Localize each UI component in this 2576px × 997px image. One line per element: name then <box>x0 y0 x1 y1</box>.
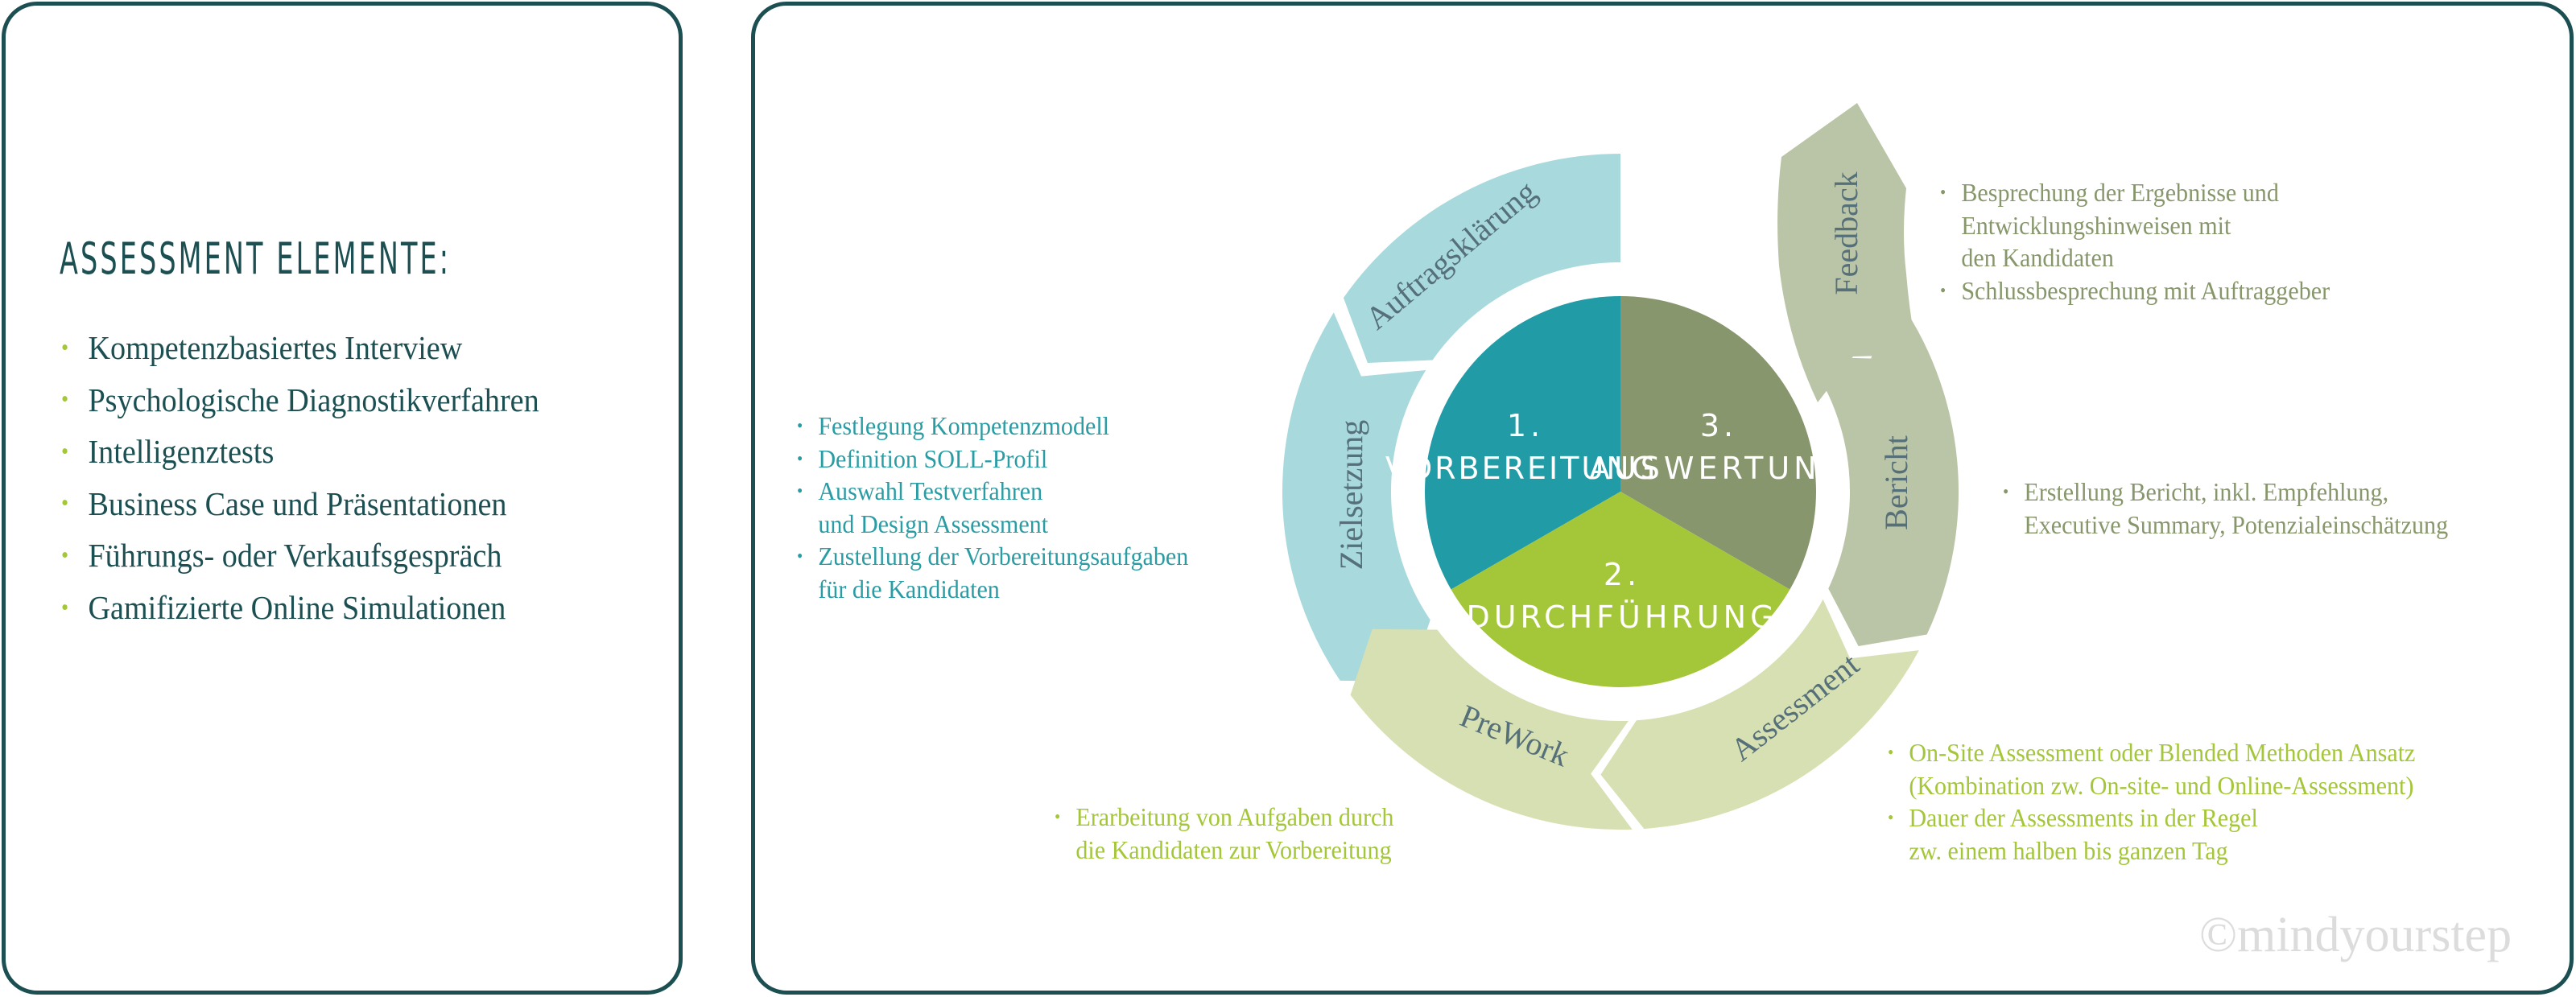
description-text: Auswahl Testverfahren <box>818 476 1043 505</box>
description-text: Schlussbesprechung mit Auftraggeber <box>1961 275 2330 305</box>
list-item-text: Gamifizierte Online Simulationen <box>88 588 506 626</box>
phase-slice-vorbereitung <box>1425 296 1620 590</box>
description-text: Entwicklungshinweisen mit <box>1961 210 2231 240</box>
bullet-icon: • <box>1888 807 1894 827</box>
bullet-icon: • <box>797 447 803 468</box>
description-text: Erstellung Bericht, inkl. Empfehlung, <box>2024 477 2389 506</box>
description-line: • Zustellung der Vorbereitungsaufgaben <box>797 540 1188 573</box>
description-text: zw. einem halben bis ganzen Tag <box>1909 835 2228 865</box>
description-line: • Auswahl Testverfahren <box>797 475 1188 508</box>
description-line: • On-Site Assessment oder Blended Methode… <box>1888 736 2415 769</box>
outer-ring <box>1282 154 1959 830</box>
description-text: Festlegung Kompetenzmodell <box>818 411 1110 440</box>
assessment-elements-panel <box>2 2 683 995</box>
description-text: On-Site Assessment oder Blended Methoden… <box>1909 738 2416 767</box>
description-prework: • Erarbeitung von Aufgaben durch die Kandi… <box>1055 801 1393 866</box>
description-text: Besprechung der Ergebnisse und <box>1961 178 2279 207</box>
feedback-block: Feedback <box>1777 103 1918 402</box>
description-vorbereitung: • Festlegung Kompetenzmodell • Definition S… <box>797 410 1188 605</box>
segment-assessment <box>1600 599 1919 829</box>
description-text: für die Kandidaten <box>818 574 1000 604</box>
bullet-icon: • <box>61 387 69 413</box>
segment-bericht <box>1806 293 1959 646</box>
description-text: Erarbeitung von Aufgaben durch <box>1075 802 1394 831</box>
phase-slice-auswertung <box>1620 296 1816 590</box>
segment-label-feedback: Feedback <box>1828 171 1864 295</box>
bullet-icon: • <box>797 546 803 566</box>
description-line: • Besprechung der Ergebnisse und <box>1940 176 2330 209</box>
description-line: die Kandidaten zur Vorbereitung <box>1055 834 1393 867</box>
description-text: und Design Assessment <box>818 509 1049 538</box>
description-text: den Kandidaten <box>1961 243 2114 272</box>
bullet-icon: • <box>1940 182 1946 202</box>
description-line: • Definition SOLL-Profil <box>797 443 1188 476</box>
list-item-text: Führungs- oder Verkaufsgespräch <box>88 537 502 575</box>
description-line: (Kombination zw. On-site- und Online-Ass… <box>1888 769 2415 802</box>
segment-auftragsklaerung <box>1343 154 1620 363</box>
description-line: • Erstellung Bericht, inkl. Empfehlung, <box>2003 476 2448 509</box>
bullet-icon: • <box>797 480 803 501</box>
description-line: den Kandidaten <box>1940 241 2330 274</box>
bullet-icon: • <box>1940 279 1946 300</box>
bullet-icon: • <box>61 335 69 360</box>
phase-2-name: DURCHFÜHRUNG <box>1466 599 1777 635</box>
bullet-icon: • <box>1055 806 1061 826</box>
segment-prework <box>1350 628 1633 830</box>
bullet-icon: • <box>61 491 69 517</box>
description-line: • Schlussbesprechung mit Auftraggeber <box>1940 274 2330 307</box>
segment-zielsetzung <box>1282 312 1430 682</box>
description-line: zw. einem halben bis ganzen Tag <box>1888 834 2415 867</box>
list-item: • Intelligenztests <box>61 427 539 480</box>
description-line: für die Kandidaten <box>797 573 1188 606</box>
description-line: Executive Summary, Potenzialeinschätzung <box>2003 509 2448 542</box>
phase-slice-durchfuehrung <box>1451 492 1790 687</box>
description-line: • Dauer der Assessments in der Regel <box>1888 801 2415 834</box>
list-item: • Kompetenzbasiertes Interview <box>61 323 539 376</box>
description-text: (Kombination zw. On-site- und Online-Ass… <box>1909 770 2414 800</box>
list-item: • Führungs- oder Verkaufsgespräch <box>61 531 539 583</box>
description-line: Entwicklungshinweisen mit <box>1940 209 2330 242</box>
description-text: Definition SOLL-Profil <box>818 443 1048 473</box>
segment-label-zielsetzung: Zielsetzung <box>1333 420 1369 571</box>
phase-pie <box>1425 296 1816 687</box>
description-line: • Erarbeitung von Aufgaben durch <box>1055 801 1393 834</box>
description-text: die Kandidaten zur Vorbereitung <box>1075 834 1392 864</box>
phase-2-number: 2. <box>1604 557 1641 592</box>
assessment-elements-heading: ASSESSMENT ELEMENTE: <box>60 233 452 284</box>
bullet-icon: • <box>61 439 69 464</box>
description-text: Dauer der Assessments in der Regel <box>1909 803 2258 832</box>
list-item-text: Psychologische Diagnostikverfahren <box>88 381 539 418</box>
phase-1-name: VORBEREITUNG <box>1385 451 1657 486</box>
list-item-text: Business Case und Präsentationen <box>88 484 507 522</box>
list-item: • Gamifizierte Online Simulationen <box>61 583 539 636</box>
assessment-elements-list: • Kompetenzbasiertes Interview • Psycholog… <box>61 323 575 636</box>
bullet-icon: • <box>61 542 69 568</box>
list-item-text: Kompetenzbasiertes Interview <box>88 329 463 366</box>
copyright-watermark: ©mindyourstep <box>2199 908 2512 962</box>
phase-3-number: 3. <box>1700 408 1737 443</box>
bullet-icon: • <box>61 595 69 620</box>
phase-3-name: AUSWERTUNG <box>1589 451 1848 486</box>
segment-label-bericht: Bericht <box>1878 435 1914 530</box>
phase-1-number: 1. <box>1507 408 1544 443</box>
description-bericht: • Erstellung Bericht, inkl. Empfehlung, Ex… <box>2003 476 2448 541</box>
description-text: Executive Summary, Potenzialeinschätzung <box>2024 509 2449 539</box>
description-text: Zustellung der Vorbereitungsaufgaben <box>818 542 1189 571</box>
bullet-icon: • <box>1888 742 1894 762</box>
description-line: und Design Assessment <box>797 508 1188 541</box>
list-item: • Business Case und Präsentationen <box>61 480 539 532</box>
segment-feedback <box>1777 103 1918 402</box>
bullet-icon: • <box>2003 481 2009 501</box>
bullet-icon: • <box>797 415 803 435</box>
description-line: • Festlegung Kompetenzmodell <box>797 410 1188 443</box>
list-item-text: Intelligenztests <box>88 433 275 471</box>
description-assessment: • On-Site Assessment oder Blended Methode… <box>1888 736 2415 867</box>
list-item: • Psychologische Diagnostikverfahren <box>61 376 539 428</box>
